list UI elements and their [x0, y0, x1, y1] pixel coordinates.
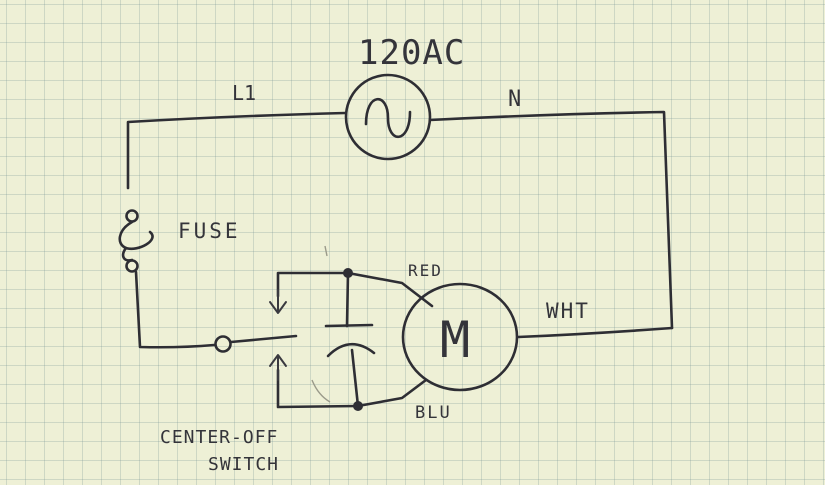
junction-blue	[353, 401, 363, 411]
junction-red	[343, 268, 353, 278]
wire-cap-bottom	[350, 348, 360, 408]
wire-neutral	[428, 110, 674, 330]
line-label: L1	[232, 81, 256, 105]
switch-pivot	[214, 335, 232, 353]
wire-switch-top	[276, 271, 350, 298]
arrow-down-icon	[269, 301, 287, 314]
capacitor-symbol	[324, 323, 376, 358]
source-label: 120AC	[358, 33, 465, 73]
ac-source-symbol	[344, 73, 432, 161]
arrow-up-icon	[269, 354, 287, 367]
wire-fuse-to-switch	[134, 270, 216, 349]
motor-label: M	[440, 311, 470, 369]
wire-blue	[356, 378, 428, 408]
wire-l1	[126, 111, 347, 190]
wire-cap-top	[345, 271, 350, 328]
sine-wave	[364, 97, 412, 139]
red-wire-label: RED	[408, 261, 443, 280]
center-off-switch-symbol	[214, 289, 298, 381]
switch-label-line2: SWITCH	[208, 454, 279, 475]
fuse-symbol	[118, 209, 154, 273]
fuse-label: FUSE	[178, 219, 241, 243]
switch-label-line1: CENTER-OFF	[160, 427, 278, 448]
wires	[126, 110, 674, 409]
white-wire-label: WHT	[546, 299, 590, 323]
neutral-label: N	[508, 87, 521, 112]
blue-wire-label: BLU	[415, 403, 452, 423]
switch-blade	[229, 334, 298, 344]
wire-switch-bottom	[276, 368, 360, 409]
wire-white	[516, 326, 674, 339]
motor-symbol	[401, 282, 519, 392]
